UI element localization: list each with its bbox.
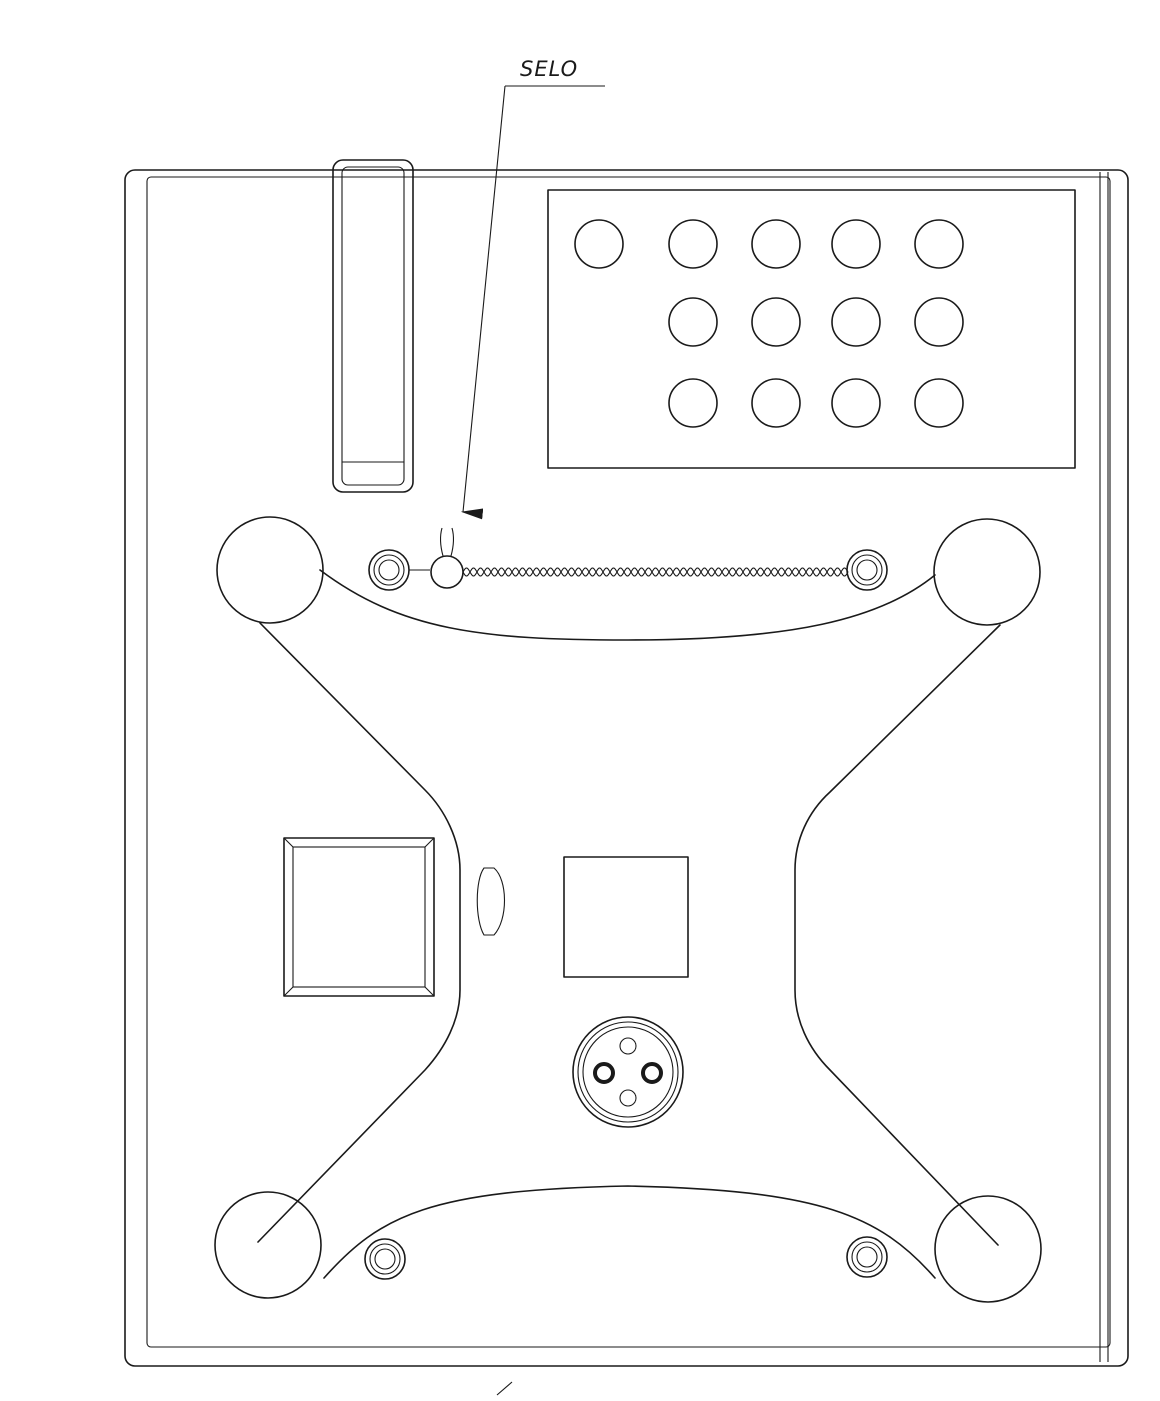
callout-label: SELO [520,57,578,81]
seal-wire [409,567,849,577]
connector-pin-right [641,1062,663,1084]
key-13 [914,378,964,428]
connector-pin-left [593,1062,615,1084]
screws [364,549,888,1280]
key-6 [668,297,718,347]
foot-bottom-right [934,1195,1042,1303]
key-11 [751,378,801,428]
key-7 [751,297,801,347]
seal [430,527,464,589]
seal-callout: SELO [460,57,605,520]
x-frame [257,569,1001,1279]
key-1 [574,219,624,269]
foot-bottom-left [214,1191,322,1299]
foot-top-left [216,516,324,624]
key-9 [914,297,964,347]
screw-top-right [846,549,888,591]
stray-mark [496,1381,513,1396]
center-label-plate [563,856,689,978]
screw-bottom-left [364,1238,406,1280]
feet [214,516,1042,1303]
key-5 [914,219,964,269]
keypad-panel [547,189,1076,469]
handle-slot [332,159,414,493]
key-12 [831,378,881,428]
housing-outline [124,169,1129,1367]
screw-bottom-right [846,1236,888,1278]
key-2 [668,219,718,269]
connector [572,1016,684,1128]
screw-top-left [368,549,410,591]
key-3 [751,219,801,269]
key-10 [668,378,718,428]
display-window-left [283,837,435,997]
connector-pin-top [619,1037,637,1055]
key-4 [831,219,881,269]
key-8 [831,297,881,347]
connector-pin-bottom [619,1089,637,1107]
foot-top-right [933,518,1041,626]
